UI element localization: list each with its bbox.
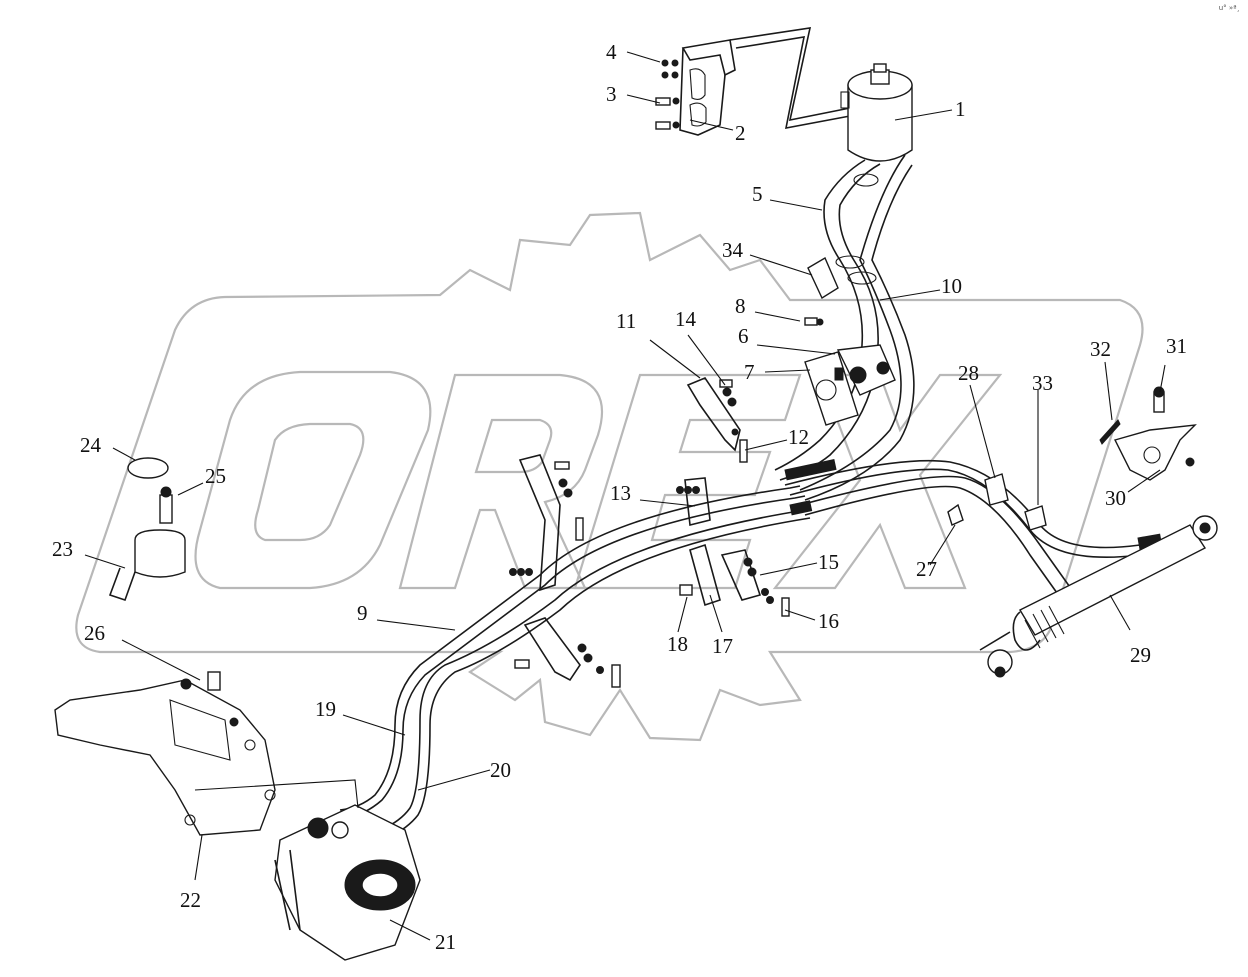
- callout-27: 27: [916, 557, 937, 581]
- callout-11: 11: [616, 309, 636, 333]
- callout-19: 19: [315, 697, 336, 721]
- callout-30: 30: [1105, 486, 1126, 510]
- callout-9: 9: [357, 601, 368, 625]
- valve-block: [804, 344, 896, 426]
- callout-15: 15: [818, 550, 839, 574]
- callout-6: 6: [738, 324, 749, 348]
- steering-cylinder: [979, 515, 1218, 678]
- callout-24: 24: [80, 433, 102, 457]
- reservoir-bracket: [679, 27, 851, 136]
- callout-20: 20: [490, 758, 511, 782]
- callout-10: 10: [941, 274, 962, 298]
- watermark-logo: [75, 211, 1144, 742]
- callout-7: 7: [744, 360, 755, 384]
- callout-1: 1: [955, 97, 966, 121]
- callout-25: 25: [205, 464, 226, 488]
- callout-28: 28: [958, 361, 979, 385]
- callout-34: 34: [722, 238, 744, 262]
- callout-12: 12: [788, 425, 809, 449]
- callout-13: 13: [610, 481, 631, 505]
- callout-26: 26: [84, 621, 105, 645]
- pipe-clamps: [947, 473, 1047, 531]
- callout-29: 29: [1130, 643, 1151, 667]
- callout-31: 31: [1166, 334, 1187, 358]
- oil-reservoir: [840, 63, 913, 162]
- steering-gear: [274, 804, 421, 961]
- corner-mark: u° »ª¸: [1218, 4, 1240, 12]
- callout-32: 32: [1090, 337, 1111, 361]
- callout-3: 3: [606, 82, 617, 106]
- callout-17: 17: [712, 634, 733, 658]
- callout-8: 8: [735, 294, 746, 318]
- hoses-reservoir-to-pump: [774, 154, 915, 501]
- callout-5: 5: [752, 182, 763, 206]
- leader-lines: [84, 51, 1166, 941]
- callout-labels: 1 2 3 4 5 6 7 8 9 10 11 12 13 14 15 16 1…: [52, 40, 1187, 954]
- callout-22: 22: [180, 888, 201, 912]
- small-fasteners: [509, 317, 824, 688]
- callout-21: 21: [435, 930, 456, 954]
- callout-14: 14: [675, 307, 697, 331]
- filter-clamp: [108, 457, 186, 602]
- callout-16: 16: [818, 609, 839, 633]
- reservoir-clamp: [807, 256, 839, 300]
- callout-23: 23: [52, 537, 73, 561]
- pump-bracket: [54, 671, 276, 836]
- main-pipes: [339, 459, 1163, 839]
- cylinder-bracket: [1099, 386, 1197, 481]
- bracket-bolts: [655, 59, 680, 130]
- callout-18: 18: [667, 632, 688, 656]
- upper-brackets: [518, 377, 762, 682]
- callout-4: 4: [606, 40, 617, 64]
- callout-33: 33: [1032, 371, 1053, 395]
- callout-2: 2: [735, 121, 746, 145]
